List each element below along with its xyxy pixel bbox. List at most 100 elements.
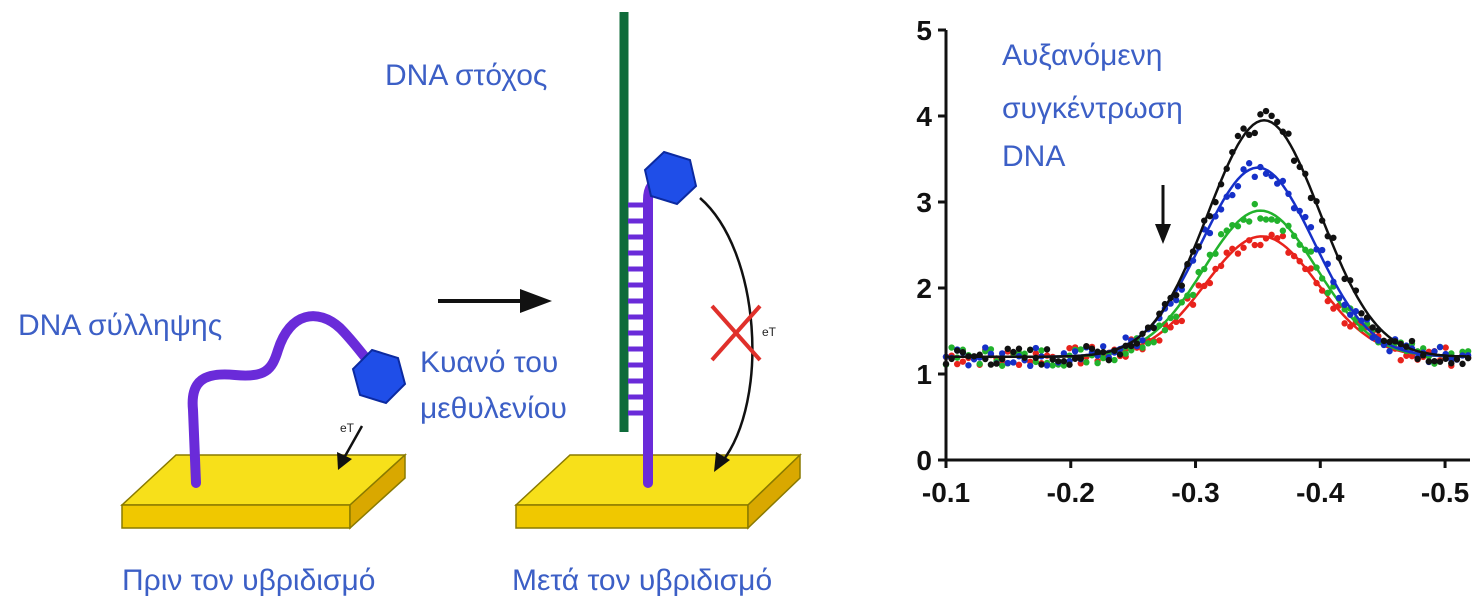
x-tick-label: -0.1 bbox=[922, 477, 970, 508]
x-tick-label: -0.2 bbox=[1047, 477, 1095, 508]
data-point bbox=[1369, 324, 1376, 331]
data-point bbox=[1453, 356, 1461, 363]
data-point bbox=[1442, 355, 1449, 362]
data-point bbox=[1122, 334, 1129, 341]
data-point bbox=[1116, 351, 1124, 358]
data-point bbox=[987, 350, 995, 357]
data-point bbox=[1245, 160, 1253, 167]
data-point bbox=[1172, 313, 1180, 320]
data-point bbox=[1268, 231, 1275, 239]
data-point bbox=[1268, 216, 1275, 223]
data-point bbox=[1066, 361, 1073, 368]
data-point bbox=[1060, 350, 1068, 357]
data-point bbox=[1133, 340, 1141, 347]
data-point bbox=[1105, 356, 1113, 364]
data-point bbox=[1004, 359, 1011, 367]
data-point bbox=[1251, 200, 1258, 208]
y-tick-label: 2 bbox=[916, 273, 932, 304]
gold-electrode-before bbox=[120, 453, 407, 530]
data-point bbox=[1038, 347, 1045, 354]
data-point bbox=[1262, 216, 1270, 223]
data-point bbox=[1055, 358, 1062, 365]
data-point bbox=[959, 358, 967, 365]
data-point bbox=[1032, 344, 1040, 352]
y-tick-label: 0 bbox=[916, 445, 932, 476]
y-tick-label: 1 bbox=[916, 359, 932, 390]
data-point bbox=[1060, 358, 1068, 365]
increasing-concentration-arrow bbox=[1155, 185, 1171, 244]
data-point bbox=[1049, 362, 1056, 369]
data-point bbox=[1436, 343, 1444, 351]
data-point bbox=[1251, 129, 1258, 137]
series-fit-line bbox=[946, 119, 1467, 359]
data-point bbox=[1083, 359, 1090, 366]
electron-transfer-arrow-before bbox=[337, 425, 364, 470]
data-point bbox=[959, 348, 967, 356]
data-point bbox=[976, 360, 983, 368]
data-point bbox=[1178, 317, 1186, 325]
data-point bbox=[1043, 362, 1051, 369]
data-point bbox=[1150, 338, 1157, 346]
data-point bbox=[1318, 246, 1326, 254]
data-point bbox=[1251, 173, 1258, 181]
data-point bbox=[1234, 132, 1242, 140]
data-point bbox=[1262, 107, 1270, 115]
data-point bbox=[1234, 183, 1242, 190]
blocked-cross-icon bbox=[710, 304, 762, 362]
data-point bbox=[1043, 346, 1051, 353]
data-point bbox=[1257, 215, 1264, 222]
data-point bbox=[1307, 248, 1315, 255]
data-point bbox=[982, 344, 989, 351]
capture-dna-strand bbox=[187, 311, 383, 488]
data-point bbox=[1397, 357, 1404, 364]
data-point bbox=[1448, 360, 1455, 367]
x-tick-label: -0.4 bbox=[1296, 477, 1345, 508]
data-point bbox=[1234, 250, 1242, 257]
chart-series bbox=[942, 107, 1472, 370]
data-point bbox=[1172, 291, 1180, 299]
data-point bbox=[1335, 294, 1343, 302]
data-point bbox=[948, 344, 955, 351]
data-point bbox=[987, 346, 995, 353]
data-point bbox=[1010, 359, 1017, 366]
data-point bbox=[1442, 344, 1449, 351]
data-point bbox=[1240, 244, 1247, 251]
data-point bbox=[1195, 243, 1202, 250]
data-point bbox=[998, 362, 1006, 369]
blocked-electron-transfer-arrow bbox=[699, 197, 754, 472]
data-point bbox=[1245, 131, 1253, 139]
series-fit-line bbox=[946, 235, 1467, 359]
data-point bbox=[1464, 354, 1472, 362]
data-point bbox=[1144, 340, 1152, 347]
et-label-after: eT bbox=[762, 325, 777, 339]
y-tick-label: 3 bbox=[916, 187, 932, 218]
data-point bbox=[1240, 125, 1247, 132]
data-point bbox=[1257, 111, 1264, 118]
data-point bbox=[1431, 357, 1438, 365]
series-fit-line bbox=[946, 166, 1467, 359]
data-point bbox=[1425, 358, 1433, 365]
data-point bbox=[993, 360, 1000, 367]
data-point bbox=[1290, 157, 1298, 164]
after-hybridization-caption: Μετά τον υβριδισμό bbox=[512, 564, 772, 597]
data-point bbox=[1324, 289, 1331, 297]
data-point bbox=[1279, 232, 1287, 240]
data-point bbox=[1347, 311, 1354, 318]
data-point bbox=[1307, 265, 1315, 272]
data-point bbox=[1027, 362, 1034, 370]
data-point bbox=[1077, 346, 1084, 353]
data-point bbox=[1251, 241, 1258, 249]
data-point bbox=[965, 362, 972, 369]
panel-before: eT DNA σύλληψης Πριν τον υβριδισμό bbox=[18, 309, 407, 597]
data-point bbox=[1066, 344, 1073, 352]
data-point bbox=[1414, 355, 1421, 363]
data-point bbox=[1189, 291, 1197, 299]
concentration-annotation-3: DNA bbox=[1002, 140, 1065, 173]
data-point bbox=[1094, 359, 1101, 367]
data-point bbox=[1083, 342, 1090, 350]
et-label-before: eT bbox=[340, 421, 355, 435]
data-point bbox=[1386, 347, 1393, 355]
